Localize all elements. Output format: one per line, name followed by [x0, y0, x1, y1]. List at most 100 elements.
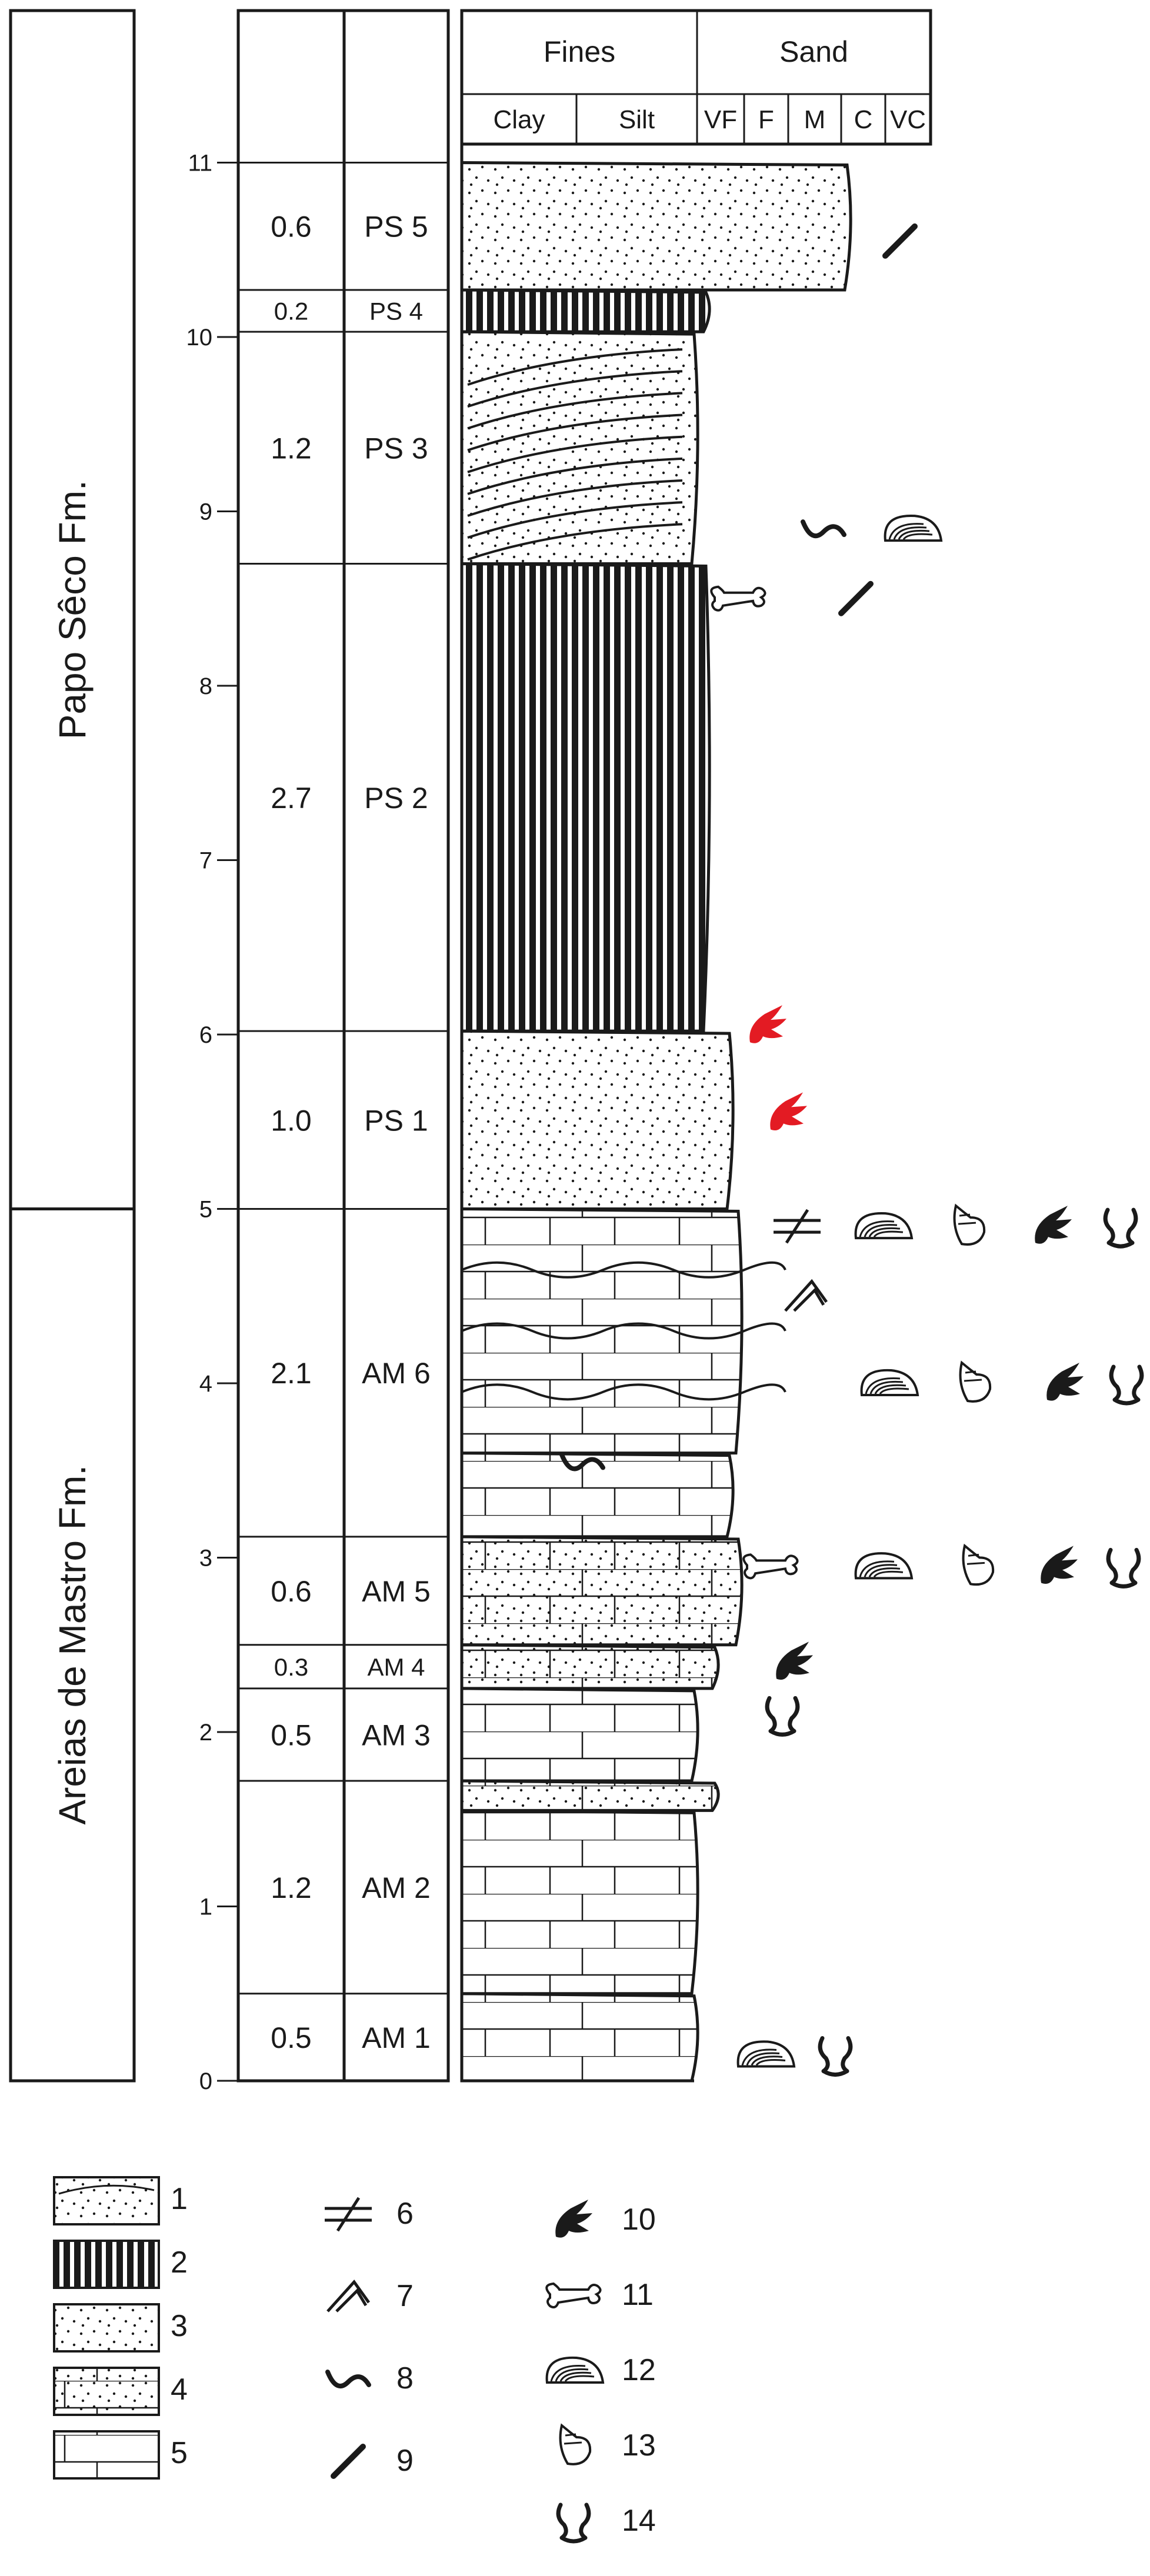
grain-class-label: VC: [890, 105, 926, 134]
bone-shape: [710, 585, 766, 612]
grain-class-label: Clay: [493, 105, 545, 134]
axis-tick-label: 4: [199, 1371, 212, 1397]
footprint-shape: [555, 2200, 592, 2238]
bed-limestone: [460, 1687, 699, 1783]
unit-name: AM 4: [367, 1653, 425, 1681]
occurrence-symbols: [559, 223, 1144, 2077]
bed-sandstone: [460, 1029, 735, 1210]
unit-name: AM 3: [362, 1719, 431, 1751]
bed-fill: [460, 562, 711, 1033]
symbol-7-shape: [326, 2280, 371, 2313]
bone-icon: [742, 1553, 799, 1580]
unit-thickness: 2.7: [271, 782, 312, 815]
symbol-14: [818, 2036, 853, 2077]
gastropod-icon: [959, 1360, 992, 1403]
bivalve-ridge: [859, 1560, 895, 1577]
bed-fill: [460, 1992, 699, 2083]
bone-shape: [545, 2282, 602, 2308]
legend-number: 7: [396, 2279, 414, 2313]
symbol-8-shape: [801, 519, 846, 539]
legend-item: 9: [331, 2444, 414, 2479]
unit-name: PS 3: [364, 432, 428, 465]
legend-item: 8: [325, 2361, 414, 2395]
bed-fill: [460, 161, 852, 292]
bivalve-icon: [545, 2356, 605, 2384]
axis-tick-label: 6: [199, 1022, 212, 1048]
legend-item: 10: [555, 2200, 656, 2238]
legend-number: 3: [171, 2309, 188, 2343]
symbol-9-shape: [882, 223, 918, 259]
gastropod-shape: [962, 1543, 995, 1586]
legend-item: 12: [545, 2353, 656, 2387]
header-sand: Sand: [779, 35, 848, 68]
symbol-7-shape: [784, 1279, 828, 1312]
footprint-shape: [770, 1092, 807, 1131]
bed-cross-sandstone: [460, 330, 699, 565]
bivalve-ridge: [746, 2052, 780, 2066]
footprint-icon: [555, 2200, 592, 2238]
unit-thickness: 1.2: [271, 1871, 312, 1904]
symbol-8: [801, 519, 846, 539]
symbol-9: [331, 2444, 366, 2479]
footprint-icon: [749, 1005, 786, 1043]
axis-tick-label: 2: [199, 1720, 212, 1746]
symbol-9: [882, 223, 918, 259]
bivalve-icon: [860, 1369, 919, 1396]
gastropod-shape: [559, 2423, 592, 2465]
bed-sandy-limestone: [460, 1535, 744, 1647]
bivalve-ridge: [865, 1377, 901, 1394]
gastropod-shape: [953, 1203, 986, 1246]
unit-thickness: 1.0: [271, 1104, 312, 1137]
cross-lamina: [467, 413, 683, 452]
formation-label: Papo Sêco Fm.: [51, 480, 94, 739]
axis-tick-label: 10: [186, 325, 213, 351]
bivalve-ridge: [879, 1387, 909, 1394]
bivalve-icon: [736, 2040, 796, 2068]
legend-item: 2: [53, 2240, 188, 2289]
symbol-14: [556, 2502, 591, 2544]
footprint-icon: [1046, 1363, 1084, 1401]
bivalve-ridge: [868, 1567, 901, 1578]
symbol-14: [1103, 1207, 1138, 1249]
legend-swatch: [53, 2430, 160, 2480]
bed-fill: [460, 1687, 699, 1783]
axis-tick-label: 8: [199, 673, 212, 699]
bivalve-ridge: [873, 1570, 904, 1578]
bed-limestone: [460, 1451, 735, 1539]
symbol-8: [325, 2370, 371, 2388]
unit-name: AM 6: [362, 1357, 431, 1390]
bivalve-ridge: [559, 2371, 592, 2382]
legend-item: 13: [559, 2423, 656, 2465]
legend-item: 7: [326, 2279, 414, 2313]
symbol-14-shape: [1109, 1364, 1144, 1406]
legend-lamina: [58, 2184, 155, 2195]
gastropod-shape: [959, 1360, 992, 1403]
bivalve-icon: [884, 515, 943, 542]
symbol-9-shape: [331, 2444, 366, 2479]
header-fines: Fines: [544, 35, 615, 68]
legend-number: 1: [171, 2182, 188, 2216]
axis-tick-label: 1: [199, 1894, 212, 1920]
cross-lamina: [467, 392, 683, 430]
symbol-14-shape: [1103, 1207, 1138, 1249]
gastropod-whorl: [964, 1370, 982, 1382]
bivalve-ridge: [874, 1384, 906, 1394]
bivalve-ridge: [888, 523, 924, 540]
legend-number: 13: [622, 2428, 656, 2462]
unit-thickness: 0.5: [271, 2021, 312, 2054]
bed-sandy-limestone: [460, 1643, 720, 1690]
unit-thickness: 1.2: [271, 432, 312, 465]
unit-thickness: 0.5: [271, 1719, 312, 1751]
cross-lamina: [467, 370, 683, 408]
bivalve-ridge: [893, 526, 927, 540]
legend-item: 5: [53, 2430, 188, 2480]
bone-icon: [545, 2282, 602, 2308]
bed-fill: [460, 288, 711, 333]
cross-lamina: [467, 501, 683, 539]
axis-tick-label: 9: [199, 499, 212, 525]
unit-name: AM 2: [362, 1871, 431, 1904]
legend-number: 6: [396, 2197, 414, 2231]
